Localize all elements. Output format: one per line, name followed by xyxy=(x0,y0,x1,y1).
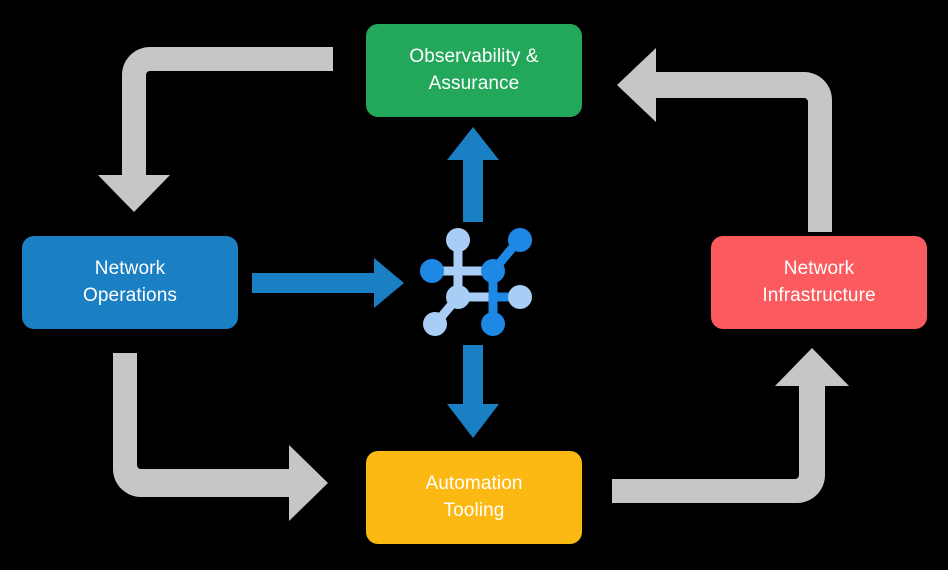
arrow-operations-to-automation xyxy=(113,353,328,521)
arrow-operations-to-center xyxy=(252,258,404,308)
topology-edges-light xyxy=(427,236,498,327)
topology-nodes-light xyxy=(423,228,532,336)
arrow-infrastructure-to-observability xyxy=(617,48,832,232)
arrow-center-to-observability xyxy=(447,127,499,222)
node-observability-assurance[interactable]: Observability & Assurance xyxy=(366,24,582,117)
topology-nodes-dark xyxy=(420,228,532,336)
node-network-operations[interactable]: Network Operations xyxy=(22,236,238,329)
node-automation-tooling[interactable]: Automation Tooling xyxy=(366,451,582,544)
arrow-automation-to-infrastructure xyxy=(612,348,849,503)
arrow-observability-to-operations xyxy=(98,47,333,212)
arrow-center-to-automation xyxy=(447,345,499,438)
node-network-infrastructure[interactable]: Network Infrastructure xyxy=(711,236,927,329)
